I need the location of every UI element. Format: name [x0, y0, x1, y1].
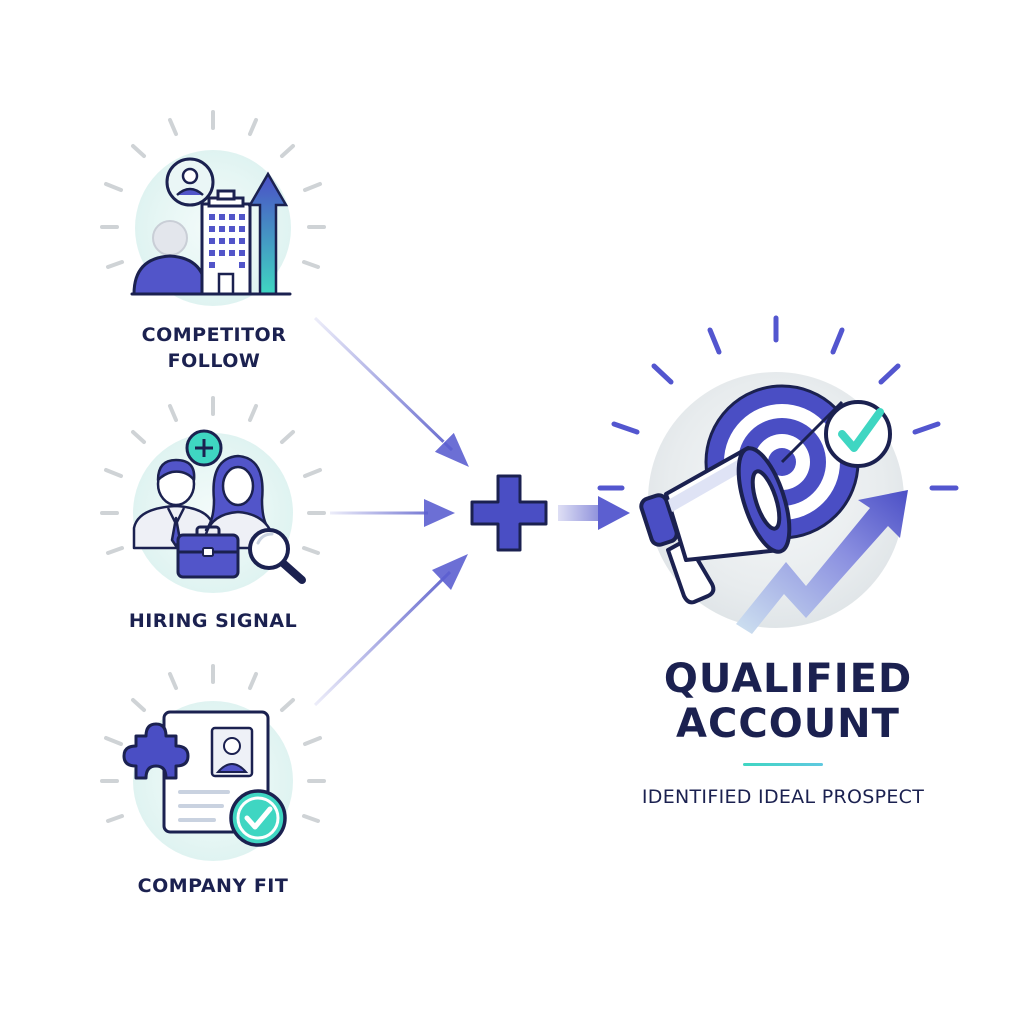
trend-arrow-icon [736, 490, 908, 634]
rays [100, 396, 326, 555]
label-line-1: COMPANY FIT [137, 875, 289, 897]
arrow-combine-to-result [558, 496, 630, 530]
label-competitor-follow: COMPETITOR FOLLOW [100, 322, 328, 374]
rays [100, 664, 326, 823]
result-title-line-1: QUALIFIED [663, 656, 913, 702]
check-badge-icon [824, 400, 892, 468]
result-subtitle: IDENTIFIED IDEAL PROSPECT [641, 786, 925, 808]
arrow-competitor-to-combine [313, 316, 471, 469]
result-divider [743, 763, 823, 766]
up-arrow-icon [247, 171, 289, 296]
label-line-1: HIRING SIGNAL [128, 610, 298, 632]
label-line-2: FOLLOW [167, 350, 261, 372]
node-company-fit [100, 664, 326, 861]
check-badge-icon [229, 789, 287, 847]
plus-badge-icon [185, 429, 223, 467]
megaphone-icon [639, 446, 792, 605]
label-hiring-signal: HIRING SIGNAL [95, 608, 331, 634]
node-qualified-account [597, 315, 959, 634]
node-hiring-signal [100, 396, 326, 593]
label-line-1: COMPETITOR [141, 324, 287, 346]
puzzle-piece-icon [122, 722, 190, 780]
magnifier-icon [248, 528, 306, 584]
office-building-icon [200, 189, 252, 296]
arrow-hiring-to-combine [330, 499, 455, 527]
person-avatar-icon [165, 157, 215, 207]
combine-plus-icon [470, 474, 548, 552]
arrow-company-to-combine [313, 554, 468, 707]
result-title-line-2: ACCOUNT [676, 701, 900, 747]
node-competitor-follow [100, 110, 326, 306]
rays [100, 110, 326, 269]
result-rays [597, 315, 959, 491]
label-company-fit: COMPANY FIT [100, 873, 326, 899]
briefcase-icon [176, 525, 240, 579]
